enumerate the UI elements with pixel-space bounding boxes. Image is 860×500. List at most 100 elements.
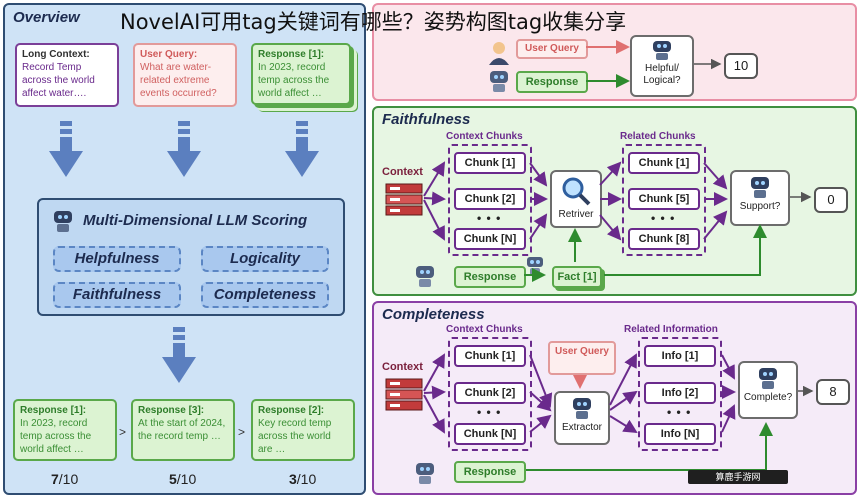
support-judge: Support? xyxy=(730,170,790,226)
score-response-2: 3/10 xyxy=(289,471,316,487)
robot-icon xyxy=(490,71,508,92)
ellipsis: • • • xyxy=(651,211,676,225)
user-icon xyxy=(489,42,509,65)
overview-title: Overview xyxy=(13,9,80,26)
ellipsis: • • • xyxy=(477,405,502,419)
robot-icon xyxy=(416,463,434,484)
score-value: 5 xyxy=(169,471,177,487)
ranked-response-1-head: Response [1]: xyxy=(20,405,87,416)
response-card: Response [1]: In 2023, record temp acros… xyxy=(251,43,351,105)
context-chunk-2: Chunk [2] xyxy=(454,188,526,210)
ellipsis: • • • xyxy=(667,405,692,419)
extractor-box: Extractor xyxy=(554,391,610,445)
top-score: 10 xyxy=(724,53,758,79)
scoring-title: Multi-Dimensional LLM Scoring xyxy=(83,212,308,229)
ranked-response-2: Response [2]: Key record temp across the… xyxy=(251,399,355,461)
database-icon xyxy=(385,183,423,216)
response-head: Response [1]: xyxy=(258,49,325,60)
overlay-title: NovelAI可用tag关键词有哪些？姿势构图tag收集分享 xyxy=(120,10,627,34)
completeness-title: Completeness xyxy=(382,306,485,323)
greater-than: > xyxy=(238,425,246,439)
related-information-title: Related Information xyxy=(624,324,718,335)
support-label: Support? xyxy=(739,201,781,212)
top-user-query: User Query xyxy=(516,39,588,59)
context-chunk-1: Chunk [1] xyxy=(454,152,526,174)
context-chunks-title: Context Chunks xyxy=(446,131,523,142)
response-body: In 2023, record temp across the world af… xyxy=(258,62,330,99)
complete-label: Complete? xyxy=(743,392,793,403)
context-chunk-2: Chunk [2] xyxy=(454,382,526,404)
scoring-box: Multi-Dimensional LLM Scoring Helpfulnes… xyxy=(37,198,345,316)
score-response-3: 5/10 xyxy=(169,471,196,487)
ranked-response-2-head: Response [2]: xyxy=(258,405,325,416)
score-value: 3 xyxy=(289,471,297,487)
score-denominator: /10 xyxy=(58,471,79,487)
ranked-response-1-body: In 2023, record temp across the world af… xyxy=(20,418,92,455)
score-denominator: /10 xyxy=(176,471,197,487)
context-chunks-group xyxy=(448,144,532,256)
user-query-card: User Query: What are water-related extre… xyxy=(133,43,237,107)
retriever-box: Retriver xyxy=(550,170,602,228)
down-arrow-icon xyxy=(167,121,201,177)
completeness-score: 8 xyxy=(816,379,850,405)
score-response-1: 7/10 xyxy=(51,471,78,487)
context-chunks-title: Context Chunks xyxy=(446,324,523,335)
metric-helpfulness: Helpfulness xyxy=(53,246,181,272)
ranked-response-3-body: At the start of 2024, the record temp … xyxy=(138,418,226,442)
helpfulness-logicality-panel: User Query Response Helpful/ Logical? 10 xyxy=(372,3,857,101)
ranked-response-3: Response [3]: At the start of 2024, the … xyxy=(131,399,235,461)
complete-judge: Complete? xyxy=(738,361,798,419)
faithfulness-panel: Faithfulness Context Context Chunks Chun… xyxy=(372,106,857,296)
user-query-head: User Query: xyxy=(140,49,198,60)
extractor-label: Extractor xyxy=(561,422,602,433)
top-response: Response xyxy=(516,71,588,93)
context-label: Context xyxy=(382,166,423,178)
ranked-response-1: Response [1]: In 2023, record temp acros… xyxy=(13,399,117,461)
info-1: Info [1] xyxy=(644,345,716,367)
long-context-head: Long Context: xyxy=(22,49,90,60)
faithfulness-score: 0 xyxy=(814,187,848,213)
robot-icon xyxy=(653,41,671,60)
ranked-response-2-body: Key record temp across the world are … xyxy=(258,418,332,455)
down-arrow-icon xyxy=(49,121,83,177)
related-chunk-1: Chunk [1] xyxy=(628,152,700,174)
long-context-card: Long Context: Record Temp across the wor… xyxy=(15,43,119,107)
robot-icon xyxy=(573,398,591,419)
watermark: 算鹿手游网 xyxy=(688,470,788,484)
overview-panel: Overview Long Context: Record Temp acros… xyxy=(3,3,366,495)
fact-1: Fact [1] xyxy=(552,266,602,288)
completeness-response: Response xyxy=(454,461,526,483)
completeness-user-query: User Query xyxy=(548,341,616,375)
user-query-label: User Query xyxy=(555,346,609,357)
context-label: Context xyxy=(382,361,423,373)
down-arrow-icon xyxy=(285,121,319,177)
down-arrow-icon xyxy=(162,327,196,383)
robot-icon xyxy=(751,177,769,198)
context-chunk-n: Chunk [N] xyxy=(454,228,526,250)
metric-logicality: Logicality xyxy=(201,246,329,272)
related-chunk-5: Chunk [5] xyxy=(628,188,700,210)
metric-faithfulness: Faithfulness xyxy=(53,282,181,308)
robot-icon xyxy=(759,368,777,389)
robot-icon xyxy=(527,257,543,275)
faithfulness-response: Response xyxy=(454,266,526,288)
completeness-panel: Completeness Context Context Chunks Chun… xyxy=(372,301,857,495)
robot-icon xyxy=(416,266,434,287)
magnifier-icon xyxy=(562,177,591,206)
related-chunks-title: Related Chunks xyxy=(620,131,696,142)
related-chunk-8: Chunk [8] xyxy=(628,228,700,250)
retriever-label: Retriver xyxy=(558,209,594,220)
database-icon xyxy=(385,378,423,411)
metric-completeness: Completeness xyxy=(201,282,329,308)
greater-than: > xyxy=(119,425,127,439)
ellipsis: • • • xyxy=(477,211,502,225)
context-chunk-1: Chunk [1] xyxy=(454,345,526,367)
info-2: Info [2] xyxy=(644,382,716,404)
score-value: 7 xyxy=(51,471,59,487)
judge-label: Helpful/ Logical? xyxy=(643,63,681,86)
info-n: Info [N] xyxy=(644,423,716,445)
context-chunk-n: Chunk [N] xyxy=(454,423,526,445)
score-denominator: /10 xyxy=(296,471,317,487)
long-context-body: Record Temp across the world affect wate… xyxy=(22,62,95,99)
robot-icon xyxy=(54,211,72,232)
